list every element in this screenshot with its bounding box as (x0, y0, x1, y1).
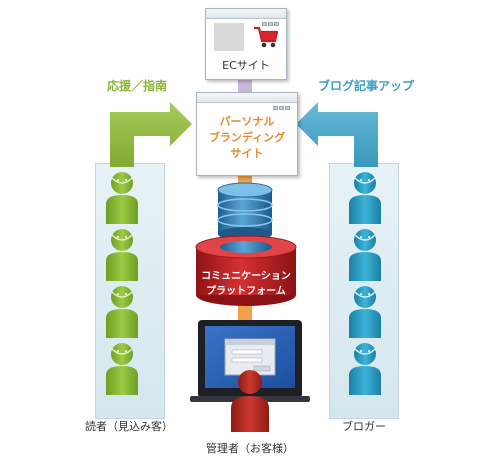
laptop-icon (190, 320, 310, 402)
personal-site-titlebar (197, 93, 297, 110)
admin-person-icon (231, 370, 269, 432)
personal-site-line-2: ブランディング (208, 131, 286, 144)
reader-person-icon (106, 286, 138, 338)
bloggers-label: ブロガー (342, 420, 386, 433)
ec-connector (238, 80, 252, 94)
readers-figures (106, 172, 138, 395)
reader-person-icon (106, 343, 138, 395)
ec-site-window: ECサイト (205, 8, 287, 80)
left-arrow (110, 102, 192, 167)
bloggers-figures (349, 172, 381, 395)
blogger-person-icon (349, 343, 381, 395)
personal-site-line-3: サイト (230, 147, 264, 160)
right-arrow (296, 102, 378, 167)
personal-site-window: パーソナル ブランディング サイト (196, 92, 298, 176)
blogger-person-icon (349, 286, 381, 338)
platform-cylinder (195, 235, 297, 306)
left-arrow-label: 応援／指南 (106, 79, 167, 93)
right-arrow-label: ブログ記事アップ (317, 79, 414, 93)
blogger-person-icon (349, 172, 381, 224)
database-icon (217, 182, 273, 241)
reader-person-icon (106, 229, 138, 281)
platform-laptop-connector (238, 305, 252, 321)
ec-site-image-placeholder (214, 23, 244, 51)
blogger-person-icon (349, 229, 381, 281)
ec-site-titlebar (206, 9, 286, 26)
shopping-cart-icon (254, 26, 279, 48)
personal-site-line-1: パーソナル (219, 115, 275, 128)
admin-label: 管理者（お客様） (206, 442, 294, 455)
platform-line-2: プラットフォーム (206, 286, 286, 297)
readers-label: 読者（見込み客） (85, 420, 173, 433)
platform-line-1: コミュニケーション (201, 271, 291, 282)
ec-site-label: ECサイト (222, 59, 270, 72)
reader-person-icon (106, 172, 138, 224)
